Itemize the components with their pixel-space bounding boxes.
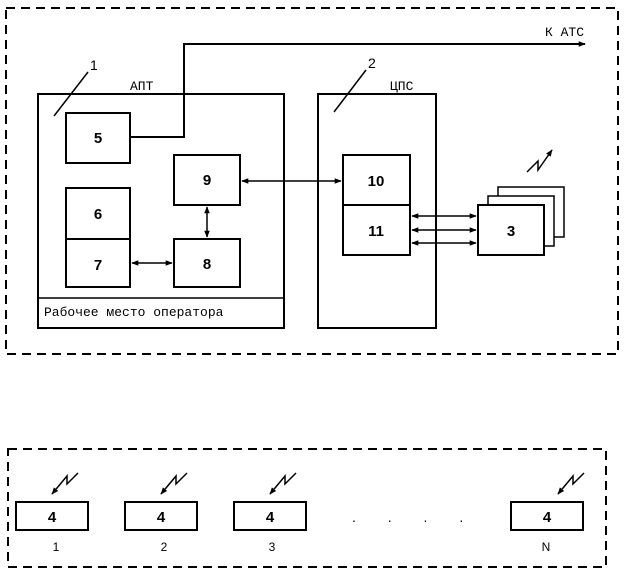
block-5-label: 5: [94, 130, 102, 147]
block-6-label: 6: [94, 206, 102, 223]
cps-ref-number: 2: [368, 55, 376, 71]
external-ats-label: К АТС: [545, 25, 584, 40]
terminal-1-label: 4: [48, 509, 57, 526]
terminal-n-index: N: [542, 540, 551, 554]
apt-box: [38, 94, 284, 328]
block-9-label: 9: [203, 172, 211, 189]
operator-workplace-label: Рабочее место оператора: [44, 305, 224, 320]
apt-ref-number: 1: [90, 57, 98, 73]
link-to-ats: [130, 44, 585, 137]
cps-label: ЦПС: [390, 79, 414, 94]
radio-icon-block-3: [527, 150, 552, 172]
radio-icon-terminal-1: [52, 473, 78, 494]
cps-leader-line: [334, 70, 366, 112]
block-10-label: 10: [368, 173, 385, 190]
terminal-n-label: 4: [543, 509, 552, 526]
terminal-1-index: 1: [53, 540, 60, 554]
block-11-label: 11: [368, 223, 384, 240]
terminal-2-label: 4: [157, 509, 166, 526]
radio-icon-terminal-2: [161, 473, 187, 494]
radio-icon-terminal-n: [558, 473, 584, 494]
radio-icon-terminal-3: [270, 473, 296, 494]
block-3-label: 3: [507, 223, 515, 240]
block-8-label: 8: [203, 256, 211, 273]
terminal-2-index: 2: [161, 540, 168, 554]
terminals-ellipsis: . . . .: [352, 509, 477, 525]
terminal-3-label: 4: [266, 509, 275, 526]
cps-box: [318, 94, 436, 328]
terminal-3-index: 3: [269, 540, 276, 554]
block-7-label: 7: [94, 257, 102, 274]
apt-label: АПТ: [130, 79, 154, 94]
